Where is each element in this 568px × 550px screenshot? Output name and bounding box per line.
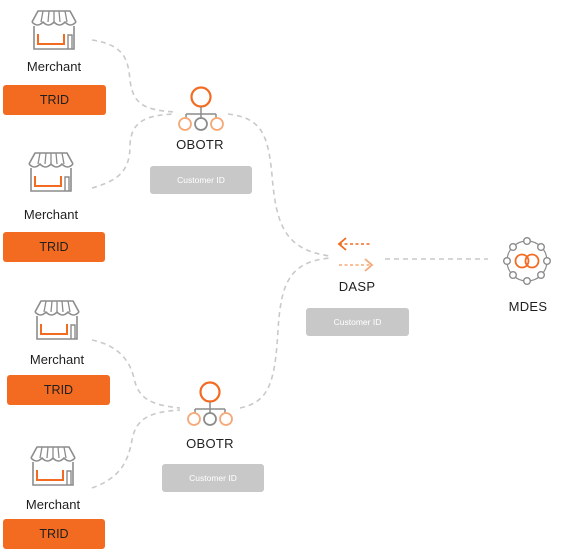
customer-id-badge: Customer ID [306,308,409,336]
store-icon [28,152,74,192]
mdes-label: MDES [508,299,548,314]
connector-merchant1-obotr1 [91,39,176,113]
obotr-label: OBOTR [186,436,234,451]
store-icon [31,10,77,50]
trid-badge: TRID [3,519,105,549]
merchant-label: Merchant [25,497,81,512]
merchant-label: Merchant [23,207,79,222]
trid-badge: TRID [3,232,105,262]
exchange-arrows-icon [337,237,374,272]
connector-obotr1-dasp [227,113,331,257]
org-icon [178,86,224,131]
connector-merchant4-obotr2 [91,409,181,489]
store-icon [30,446,76,486]
connector-merchant3-obotr2 [91,339,181,409]
trid-badge: TRID [7,375,110,405]
org-icon [187,381,233,426]
merchant-label: Merchant [29,352,85,367]
connector-obotr2-dasp [239,257,331,409]
customer-id-badge: Customer ID [150,166,252,194]
customer-id-badge: Customer ID [162,464,264,492]
obotr-label: OBOTR [176,137,224,152]
store-icon [34,300,80,340]
network-icon [503,237,552,286]
trid-badge: TRID [3,85,106,115]
dasp-label: DASP [338,279,376,294]
merchant-label: Merchant [26,59,82,74]
connector-merchant2-obotr1 [91,113,176,189]
